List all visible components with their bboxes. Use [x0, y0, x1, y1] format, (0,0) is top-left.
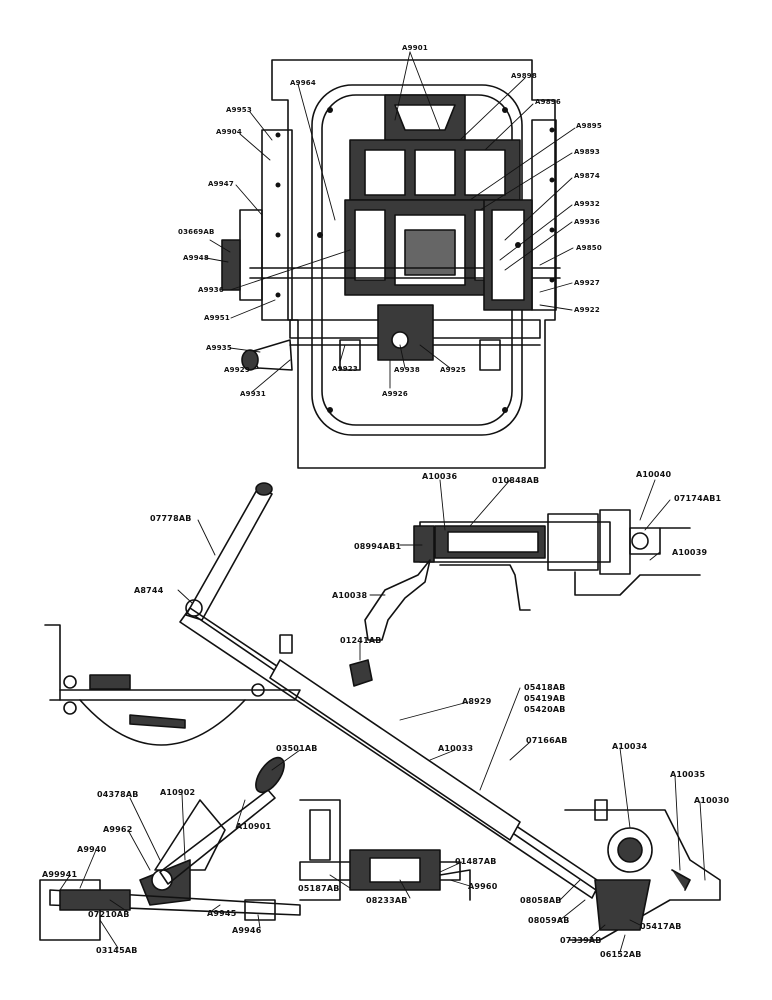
cover-bolts [275, 107, 555, 413]
callout-a9951: A9951 [204, 314, 230, 322]
callout-a9923: A9923 [332, 365, 358, 373]
bottom-leader-lines [59, 479, 706, 953]
quadrant-lever [39, 756, 301, 941]
callout-08994ab1: 08994AB1 [354, 542, 402, 551]
callout-07778ab: 07778AB [150, 514, 192, 523]
callout-03669ab: 03669AB [178, 228, 215, 236]
callout-05417ab: 05417AB [640, 922, 682, 931]
callout-a9898: A9898 [511, 72, 537, 80]
callout-a10030: A10030 [694, 796, 730, 805]
grease-fitting [349, 659, 373, 687]
gear-housing-right [564, 799, 721, 941]
callout-a9960: A9960 [468, 882, 498, 891]
callout-a9932: A9932 [574, 200, 600, 208]
callout-03145ab: 03145AB [96, 946, 138, 955]
callout-08058ab: 08058AB [520, 896, 562, 905]
callout-a10033: A10033 [438, 744, 474, 753]
callout-05418ab: 05418AB [524, 683, 566, 692]
callout-07174ab1: 07174AB1 [674, 494, 722, 503]
callout-a99941: A99941 [42, 870, 78, 879]
callout-07339ab: 07339AB [560, 936, 602, 945]
callout-07166ab: 07166AB [526, 736, 568, 745]
shift-lever [185, 487, 273, 621]
callout-07210ab: 07210AB [88, 910, 130, 919]
callout-a10038: A10038 [332, 591, 368, 600]
callout-a9901: A9901 [402, 44, 428, 52]
cross-shaft [299, 799, 471, 901]
callout-a9874: A9874 [574, 172, 600, 180]
callout-a9896: A9896 [535, 98, 561, 106]
callout-06152ab: 06152AB [600, 950, 642, 959]
shift-linkage-view [39, 479, 721, 953]
callout-a9936-left: A9936 [198, 286, 224, 294]
callout-010848ab: 010848AB [492, 476, 540, 485]
callout-04378ab: 04378AB [97, 790, 139, 799]
callout-a10036: A10036 [422, 472, 458, 481]
callout-a9895: A9895 [576, 122, 602, 130]
callout-a10034: A10034 [612, 742, 648, 751]
callout-08233ab: 08233AB [366, 896, 408, 905]
callout-05419ab: 05419AB [524, 694, 566, 703]
callout-a9936-right: A9936 [574, 218, 600, 226]
callout-05420ab: 05420AB [524, 705, 566, 714]
callout-a8744: A8744 [134, 586, 164, 595]
callout-a9962: A9962 [103, 825, 133, 834]
callout-a9929: A9929 [224, 366, 250, 374]
housing-outline [271, 59, 556, 469]
callout-01487ab: 01487AB [455, 857, 497, 866]
callout-a9940: A9940 [77, 845, 107, 854]
callout-05187ab: 05187AB [298, 884, 340, 893]
callout-a9926: A9926 [382, 390, 408, 398]
pulley-left [221, 239, 241, 291]
callout-a9904: A9904 [216, 128, 242, 136]
callout-a9948: A9948 [183, 254, 209, 262]
callout-a9931: A9931 [240, 390, 266, 398]
callout-a9945: A9945 [207, 909, 237, 918]
callout-a10902: A10902 [160, 788, 196, 797]
callout-a10035: A10035 [670, 770, 706, 779]
callout-a9850: A9850 [576, 244, 602, 252]
callout-a9925: A9925 [440, 366, 466, 374]
callout-a8929: A8929 [462, 697, 492, 706]
callout-a9922: A9922 [574, 306, 600, 314]
callout-a9935: A9935 [206, 344, 232, 352]
callout-a9964: A9964 [290, 79, 316, 87]
callout-a9938: A9938 [394, 366, 420, 374]
callout-08059ab: 08059AB [528, 916, 570, 925]
fender-bracket [44, 624, 301, 746]
callout-a9927: A9927 [574, 279, 600, 287]
callout-a9947: A9947 [208, 180, 234, 188]
callout-a10039: A10039 [672, 548, 708, 557]
callout-a9953: A9953 [226, 106, 252, 114]
pinion-shaft-assembly [364, 509, 701, 641]
transmission-top-view [205, 51, 576, 469]
callout-a10040: A10040 [636, 470, 672, 479]
callout-a9893: A9893 [574, 148, 600, 156]
callout-a10901: A10901 [236, 822, 272, 831]
callout-a9946: A9946 [232, 926, 262, 935]
callout-01241ab: 01241AB [340, 636, 382, 645]
callout-03501ab: 03501AB [276, 744, 318, 753]
top-leader-lines [205, 51, 576, 393]
